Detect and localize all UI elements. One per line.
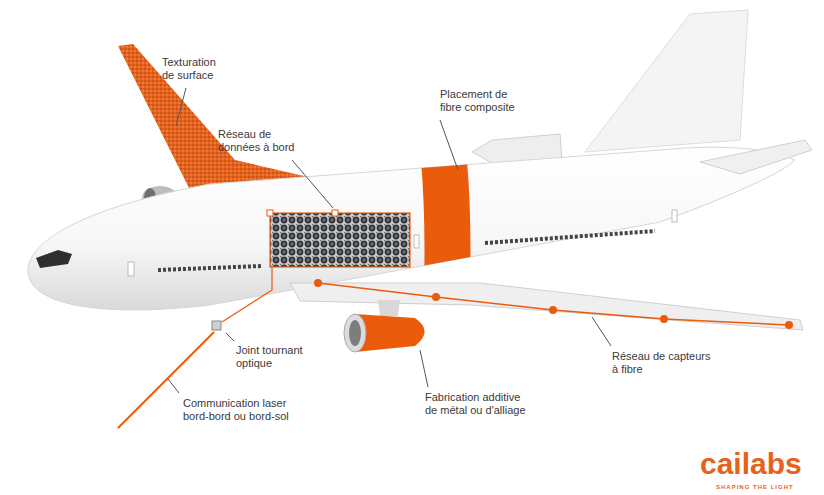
engine-pylon bbox=[378, 300, 400, 316]
sensor-dot bbox=[314, 279, 322, 287]
callout-label: Joint tournant optique bbox=[236, 344, 316, 370]
window-row bbox=[485, 231, 655, 243]
callout-label: Réseau de données à bord bbox=[218, 128, 303, 154]
callout-label: Texturation de surface bbox=[162, 56, 226, 82]
sensor-dot bbox=[432, 293, 440, 301]
window-row bbox=[158, 266, 262, 270]
cockpit-window bbox=[36, 250, 72, 268]
leader-line bbox=[292, 160, 333, 208]
engine-fan bbox=[349, 320, 361, 346]
leader-line bbox=[420, 350, 428, 387]
brand-logo: cailabs bbox=[700, 448, 818, 480]
leader-line bbox=[440, 120, 458, 170]
leader-line bbox=[226, 333, 234, 341]
rotary-joint bbox=[212, 321, 221, 330]
callout-label: Placement de fibre composite bbox=[440, 88, 522, 114]
door bbox=[128, 262, 134, 276]
engine-intake bbox=[344, 314, 366, 352]
corner-marker bbox=[267, 210, 273, 216]
door bbox=[672, 210, 677, 222]
vertical-fin bbox=[585, 10, 748, 152]
door bbox=[414, 235, 419, 248]
near-stabilizer bbox=[700, 140, 812, 174]
leader-line bbox=[168, 379, 179, 393]
leader-line bbox=[592, 317, 611, 346]
sensor-dot bbox=[660, 315, 668, 323]
sensor-dot bbox=[549, 306, 557, 314]
callout-label: Réseau de capteurs à fibre bbox=[612, 350, 715, 376]
callout-label: Fabrication additive de métal ou d'allia… bbox=[425, 391, 530, 417]
textured-wing bbox=[118, 44, 330, 200]
corner-marker bbox=[332, 210, 338, 216]
brand-tagline: SHAPING THE LIGHT bbox=[716, 483, 816, 491]
leader-line bbox=[176, 88, 186, 126]
callout-label: Communication laser bord-bord ou bord-so… bbox=[183, 397, 295, 423]
sensor-dot bbox=[785, 321, 793, 329]
data-network-cutaway bbox=[270, 213, 410, 267]
composite-band bbox=[420, 150, 471, 290]
optical-link bbox=[222, 267, 272, 322]
